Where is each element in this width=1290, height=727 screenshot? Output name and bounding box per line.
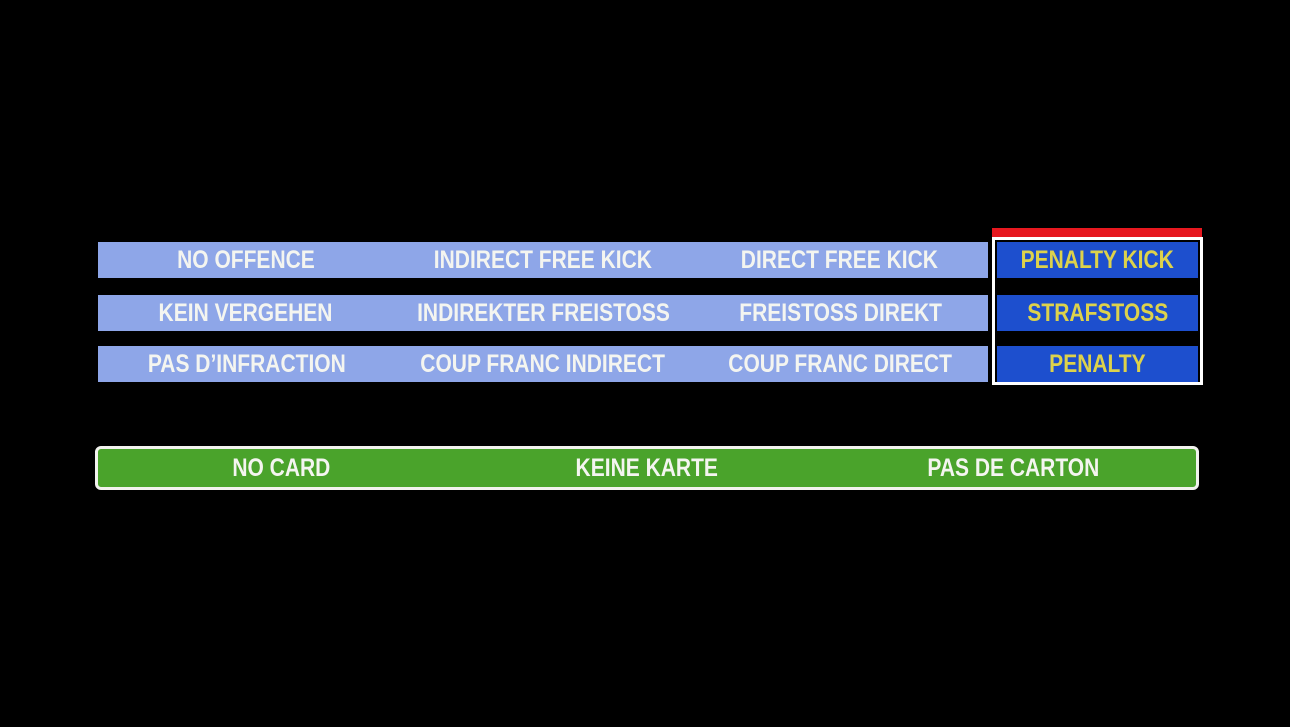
sanction-row-german: KEIN VERGEHEN INDIREKTER FREISTOSS FREIS… (98, 295, 988, 331)
cell-label: NO OFFENCE (177, 245, 316, 274)
cell-label: NO CARD (231, 453, 330, 482)
cell-label: COUP FRANC INDIRECT (420, 349, 666, 378)
cell-penalty: PENALTY (997, 346, 1198, 382)
penalty-column-highlight-box: PENALTY KICK STRAFSTOSS PENALTY (992, 237, 1203, 385)
cell-label: FREISTOSS DIREKT (739, 298, 943, 327)
cell-label: DIRECT FREE KICK (741, 245, 939, 274)
cell-coup-franc-direct: COUP FRANC DIRECT (691, 346, 988, 382)
cell-label: INDIRECT FREE KICK (433, 245, 653, 274)
cell-no-card: NO CARD (98, 449, 464, 487)
penalty-column-red-bar (992, 228, 1202, 237)
cell-label: PAS DE CARTON (927, 453, 1099, 482)
cell-label: PENALTY (1049, 349, 1146, 378)
cell-direct-free-kick: DIRECT FREE KICK (691, 242, 988, 278)
cell-label: PAS D’INFRACTION (147, 349, 346, 378)
cell-pas-d-infraction: PAS D’INFRACTION (98, 346, 395, 382)
cell-coup-franc-indirect: COUP FRANC INDIRECT (395, 346, 692, 382)
cell-label: COUP FRANC DIRECT (727, 349, 952, 378)
no-card-bar: NO CARD KEINE KARTE PAS DE CARTON (95, 446, 1199, 490)
cell-pas-de-carton: PAS DE CARTON (830, 449, 1196, 487)
cell-label: INDIREKTER FREISTOSS (416, 298, 670, 327)
cell-indirekter-freistoss: INDIREKTER FREISTOSS (393, 295, 694, 331)
cell-label: KEIN VERGEHEN (158, 298, 333, 327)
sanction-row-english: NO OFFENCE INDIRECT FREE KICK DIRECT FRE… (98, 242, 988, 278)
cell-strafstoss: STRAFSTOSS (997, 295, 1198, 331)
cell-keine-karte: KEINE KARTE (464, 449, 830, 487)
cell-freistoss-direkt: FREISTOSS DIREKT (693, 295, 988, 331)
cell-label: KEINE KARTE (575, 453, 719, 482)
cell-kein-vergehen: KEIN VERGEHEN (98, 295, 393, 331)
sanction-row-french: PAS D’INFRACTION COUP FRANC INDIRECT COU… (98, 346, 988, 382)
cell-label: STRAFSTOSS (1027, 298, 1168, 327)
cell-indirect-free-kick: INDIRECT FREE KICK (395, 242, 692, 278)
cell-no-offence: NO OFFENCE (98, 242, 395, 278)
cell-penalty-kick: PENALTY KICK (997, 242, 1198, 278)
cell-label: PENALTY KICK (1020, 245, 1175, 274)
